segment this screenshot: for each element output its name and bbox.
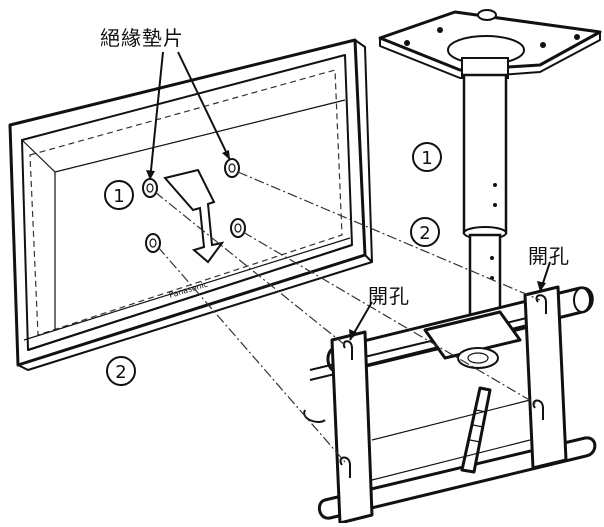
insulation-pad-top-left [142, 178, 158, 198]
step-2-tv: 2 [106, 356, 136, 386]
tv-panel: Panasonic [8, 38, 373, 371]
bracket-left-plate [330, 330, 374, 525]
step-1-tv: 1 [104, 180, 134, 210]
tv-back-outline [29, 69, 343, 336]
bracket-right-plate [523, 285, 568, 470]
insulation-pads-label: 絕緣墊片 [100, 26, 184, 50]
pole-upper [462, 73, 508, 235]
center-clamp [423, 310, 522, 360]
hook-right-top [535, 294, 547, 314]
direction-arrow [163, 168, 225, 264]
pad-pointer-right [177, 51, 231, 161]
hook-left-bottom [339, 456, 351, 478]
tv-side-edge [354, 39, 373, 263]
tv-bottom-edge [17, 261, 373, 371]
insulation-pad-bottom-right [230, 218, 246, 238]
hook-left-top [342, 340, 353, 360]
tilt-arm [460, 386, 492, 474]
step-2-pole: 2 [410, 217, 440, 247]
ceiling-pole [378, 9, 602, 337]
insulation-pad-bottom-left [145, 233, 161, 253]
insulation-pad-top-right [224, 158, 240, 178]
mounting-bracket [303, 285, 597, 525]
hole-label-right: 開孔 [528, 244, 570, 268]
pad-pointer-left [149, 51, 164, 181]
alignment-lines [154, 171, 541, 463]
bracket-bottom-bar [317, 436, 597, 520]
hook-right-bottom [532, 399, 544, 420]
hole-label-center: 開孔 [368, 284, 410, 308]
step-1-pole: 1 [412, 142, 442, 172]
